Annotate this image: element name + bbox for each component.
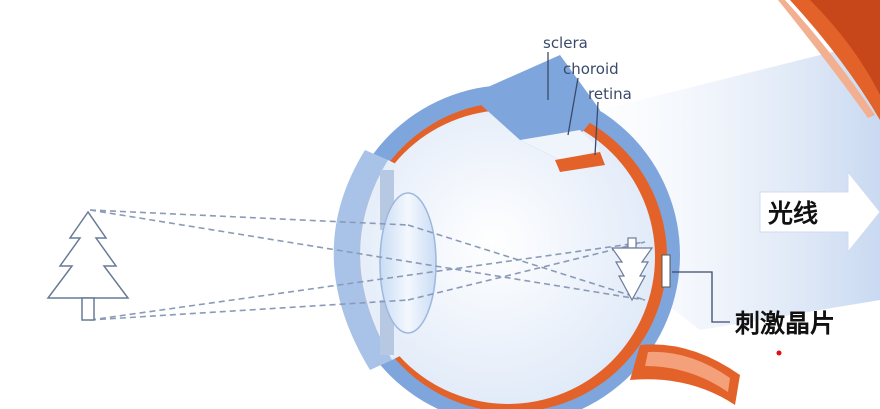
retina-zoom-view (778, 0, 880, 120)
label-light: 光线 (767, 199, 818, 228)
red-dot-marker (776, 350, 782, 356)
light-arrow (759, 170, 880, 254)
label-retina: retina (588, 85, 632, 103)
light-rays (89, 209, 646, 321)
tree-icon (46, 210, 130, 321)
label-sclera: sclera (543, 34, 588, 52)
inverted-tree-icon (610, 237, 654, 302)
lens (379, 192, 437, 334)
cornea (333, 150, 392, 370)
leader-lines (547, 52, 730, 323)
label-choroid: choroid (563, 60, 619, 78)
label-stimulation-chip: 刺激晶片 (735, 309, 835, 338)
stimulation-chip (661, 254, 671, 288)
